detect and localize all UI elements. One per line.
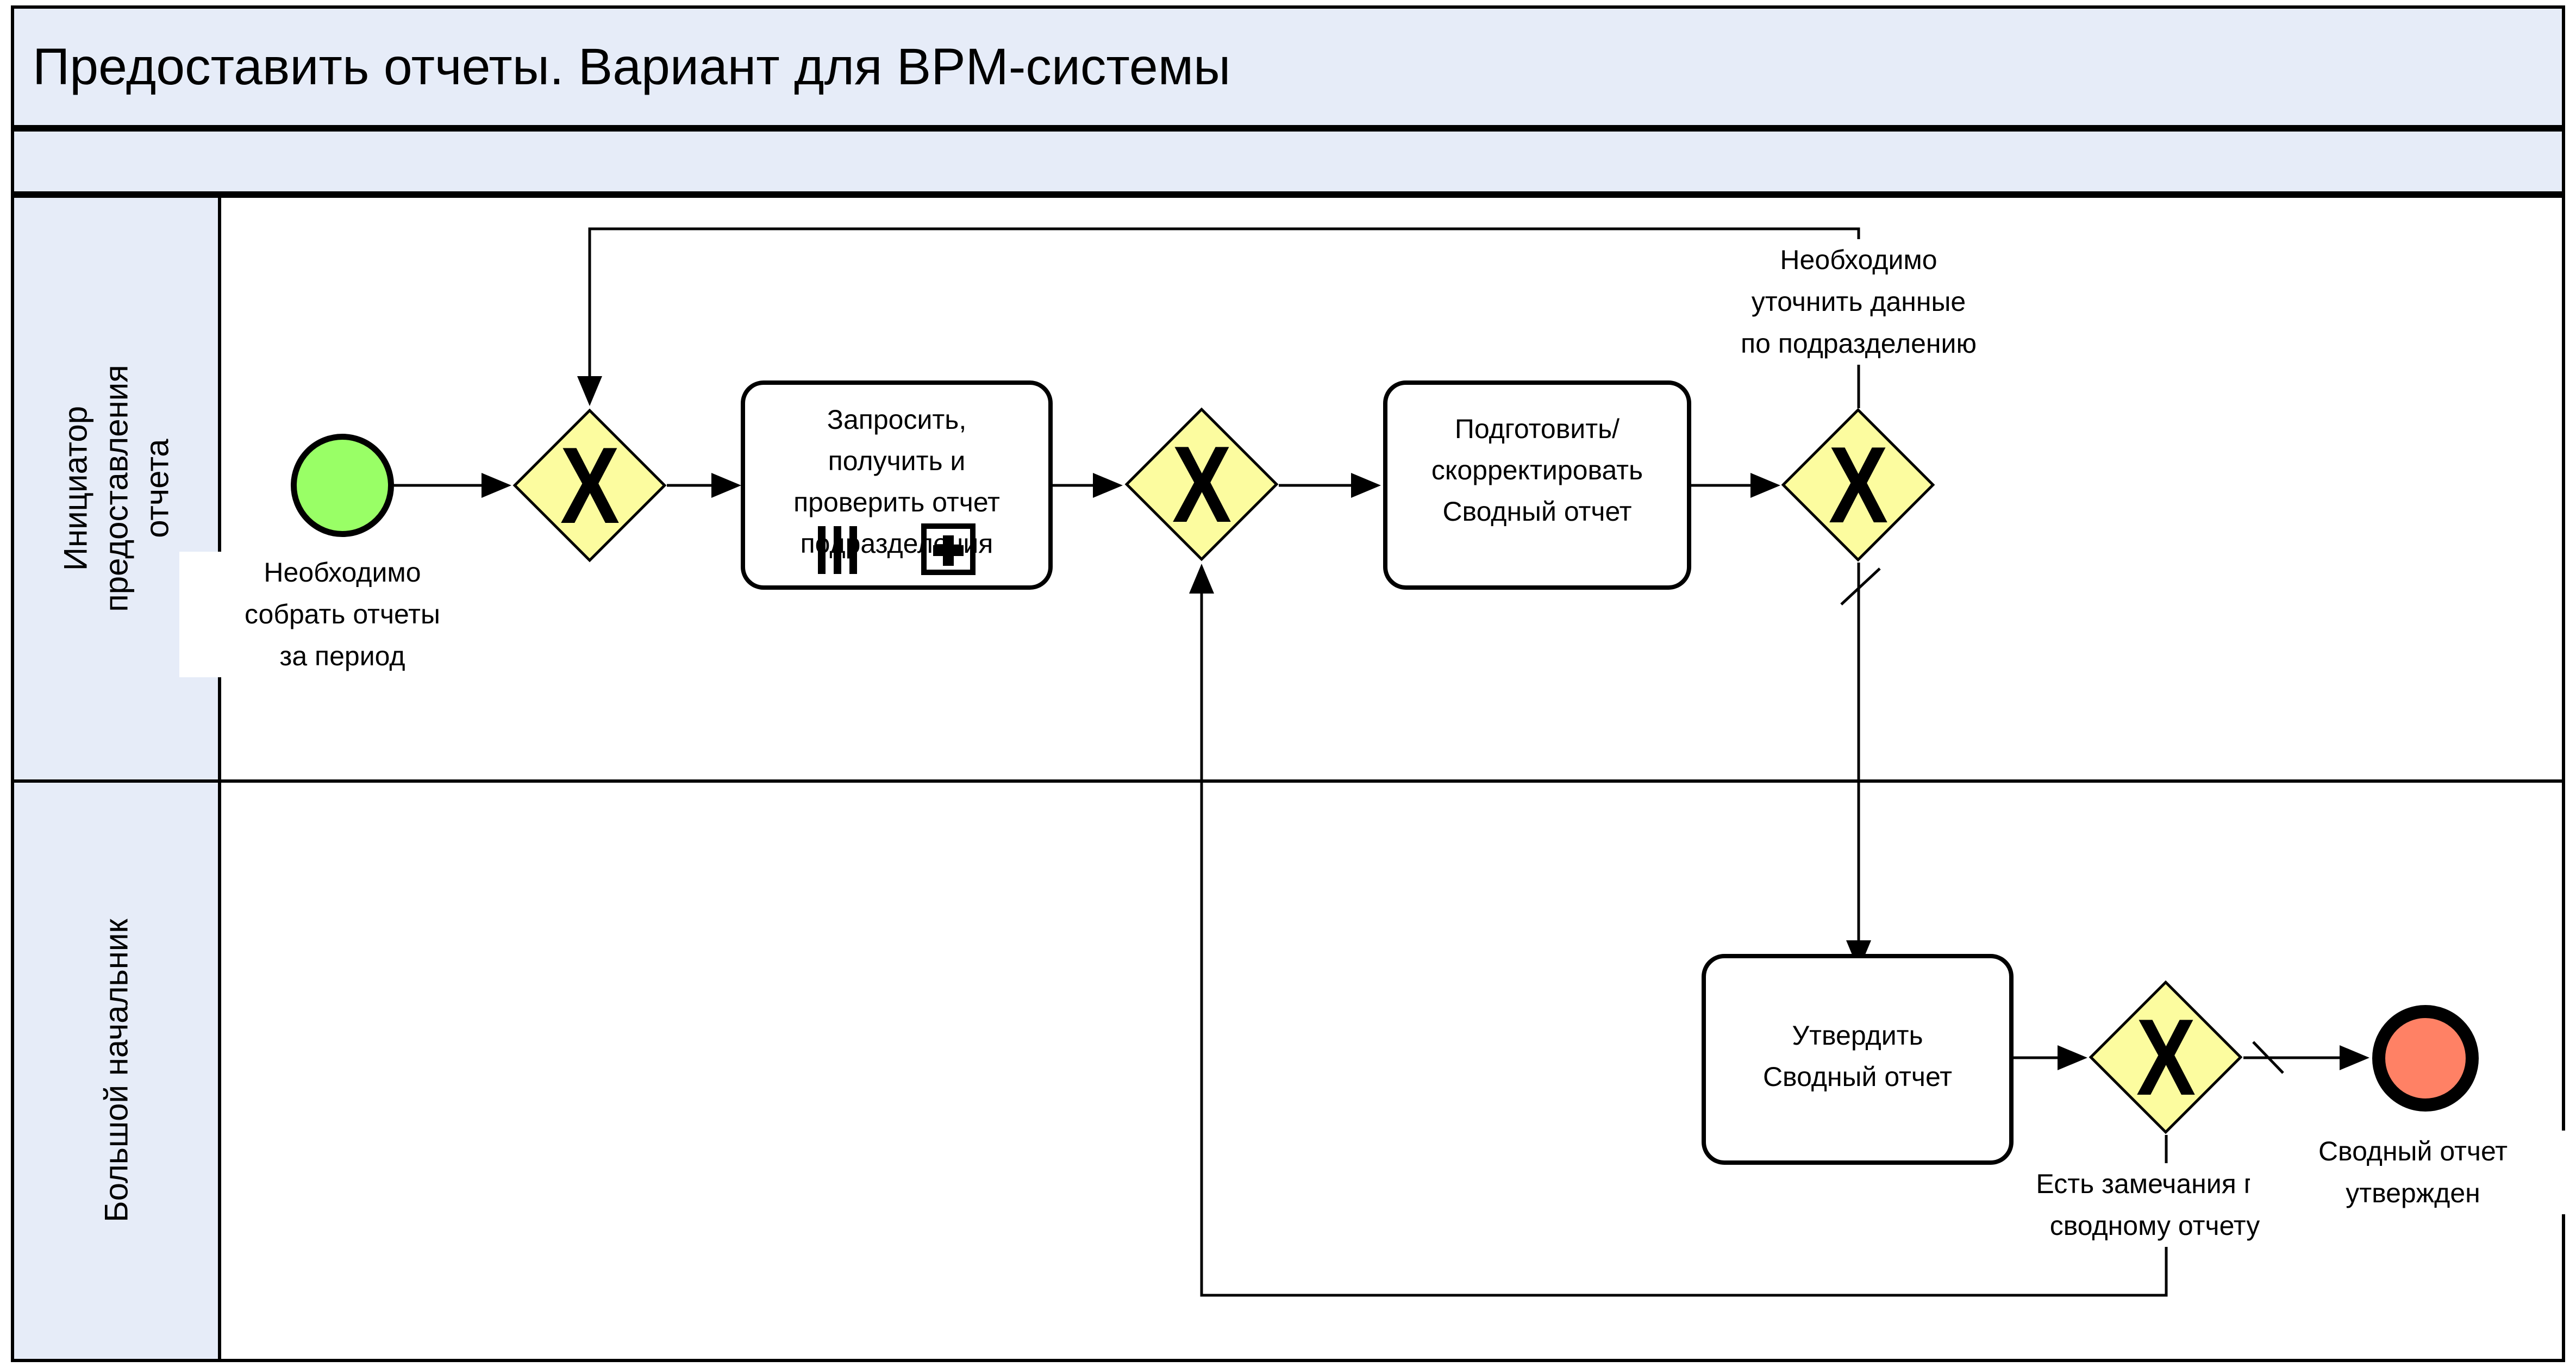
task-label: Запросить, получить и проверить отчет по…: [793, 404, 1000, 559]
arrowhead: [1189, 564, 1214, 594]
subprocess-plus-icon: [921, 523, 976, 575]
annotation-clarify-data: Необходимо уточнить данные по подразделе…: [1641, 239, 2076, 365]
task-approve-summary-report[interactable]: Утвердить Сводный отчет: [1702, 954, 2014, 1165]
gateway-clarify-decision[interactable]: X: [1781, 408, 1935, 562]
diagram-title-bar: Предоставить отчеты. Вариант для BPM-сис…: [11, 5, 2565, 128]
arrowhead: [482, 473, 511, 498]
gateway-merge-2[interactable]: X: [1124, 407, 1279, 561]
end-event[interactable]: [2372, 1005, 2479, 1112]
lane-boss-header: Большой начальник: [14, 783, 218, 1359]
gateway-approval-decision[interactable]: X: [2089, 980, 2243, 1134]
diagram-subtitle-bar: [11, 128, 2565, 195]
gateway-merge-1[interactable]: X: [512, 408, 667, 563]
arrowhead: [1093, 473, 1123, 498]
end-event-label: Сводный отчет утвержден: [2250, 1131, 2576, 1214]
arrowhead: [2340, 1045, 2369, 1070]
arrowhead: [577, 376, 602, 406]
start-event-label: Необходимо собрать отчеты за период: [179, 552, 505, 677]
task-label: Утвердить Сводный отчет: [1762, 1020, 1953, 1092]
lane-divider: [14, 779, 2562, 783]
lane-header-divider: [218, 198, 221, 1359]
task-prepare-summary-report[interactable]: Подготовить/ скорректировать Сводный отч…: [1383, 380, 1691, 590]
arrowhead: [2058, 1045, 2087, 1070]
multi-instance-marker-icon: [818, 526, 857, 574]
arrowhead: [711, 473, 741, 498]
lane-initiator-header: Инициатор предоставления отчета: [14, 198, 218, 779]
exclusive-gateway-x-icon: X: [2136, 996, 2196, 1118]
start-event[interactable]: [291, 434, 394, 537]
diagram-title: Предоставить отчеты. Вариант для BPM-сис…: [33, 38, 1231, 96]
task-request-check-report[interactable]: Запросить, получить и проверить отчет по…: [741, 380, 1053, 590]
arrowhead: [1351, 473, 1381, 498]
exclusive-gateway-x-icon: X: [1172, 423, 1232, 545]
flow-default-slash-gw3: [1840, 567, 1881, 606]
task-label: Подготовить/ скорректировать Сводный отч…: [1431, 414, 1643, 527]
exclusive-gateway-x-icon: X: [1828, 424, 1889, 546]
exclusive-gateway-x-icon: X: [560, 425, 620, 546]
flow-default-slash-gw4: [2252, 1041, 2284, 1074]
arrowhead: [1750, 473, 1780, 498]
